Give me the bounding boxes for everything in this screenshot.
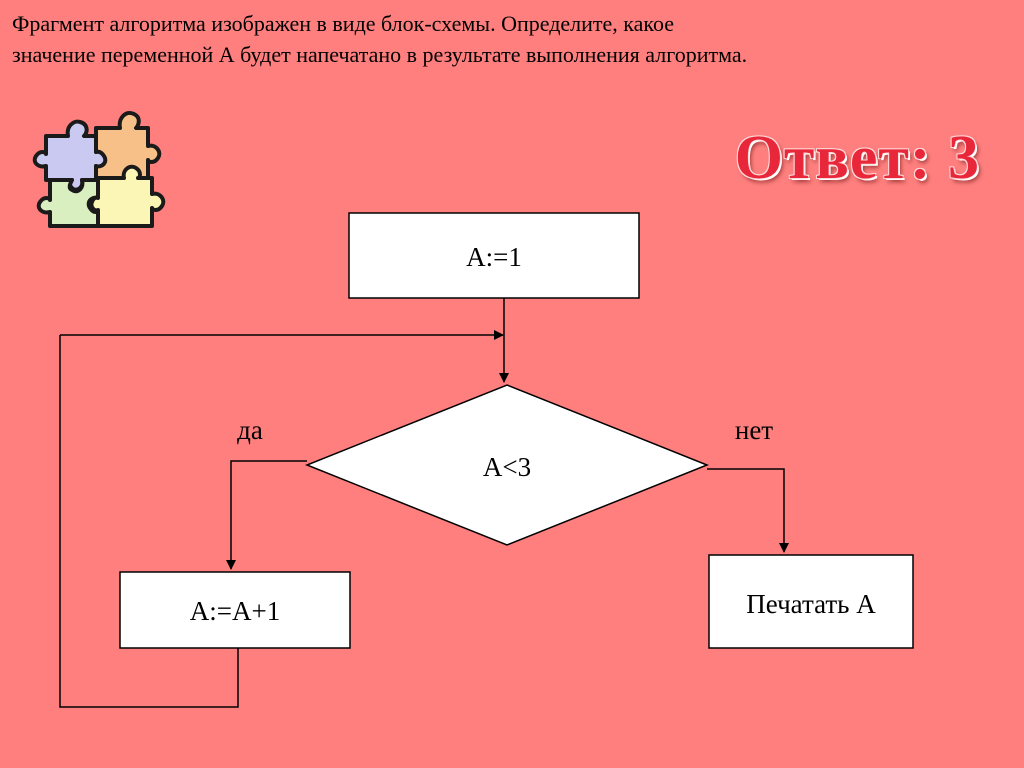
no-label: нет <box>735 415 773 445</box>
answer-heading: Ответ: 3 <box>734 124 980 192</box>
yes-branch-line <box>226 460 307 570</box>
condition-text: A<3 <box>483 452 531 482</box>
question-line-1: Фрагмент алгоритма изображен в виде блок… <box>12 11 675 36</box>
condition-diamond <box>304 384 710 546</box>
question-line-2: значение переменной А будет напечатано в… <box>12 42 748 67</box>
increment-block <box>119 571 351 649</box>
output-block-text: Печатать А <box>746 589 876 619</box>
init-block-text: A:=1 <box>466 242 522 272</box>
no-branch-line <box>707 468 789 553</box>
output-block <box>708 554 914 649</box>
question-text: Фрагмент алгоритма изображен в виде блок… <box>12 8 1002 70</box>
puzzle-piece-green <box>36 178 100 228</box>
yes-label: да <box>237 415 263 445</box>
init-block <box>348 212 640 299</box>
loop-back-line <box>59 335 239 708</box>
puzzle-piece-orange <box>94 111 162 180</box>
increment-block-text: A:=A+1 <box>190 596 280 626</box>
puzzle-piece-yellow <box>89 164 166 228</box>
puzzle-pieces-icon <box>32 111 166 228</box>
